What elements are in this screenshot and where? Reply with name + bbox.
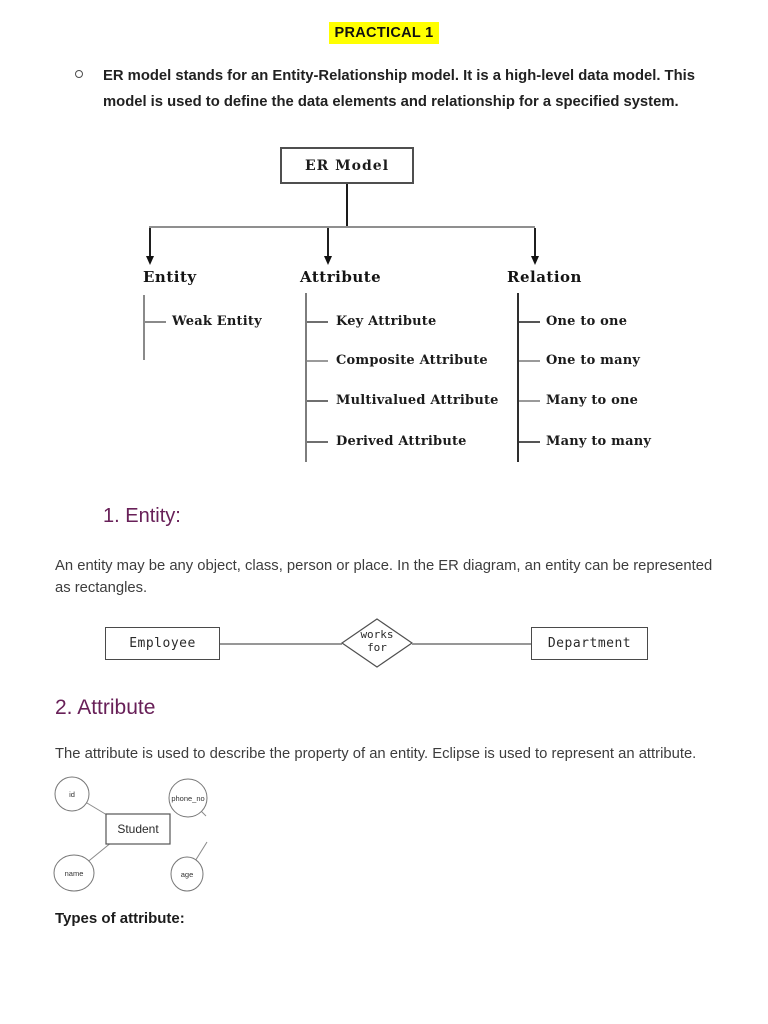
relation-tick	[519, 400, 540, 402]
id-attribute-ellipse	[54, 776, 90, 812]
arrow-down-icon	[324, 256, 332, 265]
tree-leaf-many-to-many: Many to many	[546, 434, 652, 449]
attribute-tick	[307, 400, 328, 402]
relationship-label: works for	[340, 628, 414, 654]
tree-leaf-multivalued-attribute: Multivalued Attribute	[336, 393, 499, 408]
tree-horizontal-connector	[149, 226, 535, 228]
id-attribute-label: id	[69, 790, 75, 799]
relationship-diamond	[340, 618, 414, 668]
phone-no-attribute-ellipse	[168, 778, 208, 818]
attribute-paragraph: The attribute is used to describe the pr…	[55, 746, 697, 762]
student-entity-rect	[105, 813, 171, 845]
name-attribute-label: name	[65, 869, 84, 878]
er-model-tree-diagram: ER Model Entity Attribute Relation Weak …	[0, 140, 768, 480]
tree-root-box: ER Model	[280, 147, 414, 184]
attribute-tick	[307, 321, 328, 323]
relation-tick	[519, 360, 540, 362]
tree-branch-label-attribute: Attribute	[300, 268, 382, 286]
tree-leaf-one-to-many: One to many	[546, 353, 641, 368]
tree-leaf-many-to-one: Many to one	[546, 393, 639, 408]
tree-branch-stem-attribute	[327, 228, 329, 256]
student-diagram-svg: Student id phone_no name age	[53, 776, 208, 892]
types-of-attribute-heading: Types of attribute:	[55, 910, 185, 927]
entity-paragraph-line-1: An entity may be any object, class, pers…	[55, 558, 713, 574]
relation-tick	[519, 441, 540, 443]
relationship-label-line-1: works	[360, 628, 394, 641]
entity-relationship-diagram: Employee works for Department	[0, 618, 768, 676]
arrow-down-icon	[146, 256, 154, 265]
entity-paragraph: An entity may be any object, class, pers…	[55, 556, 755, 599]
tree-root-stem	[346, 184, 348, 227]
phone-no-attribute-label: phone_no	[171, 794, 204, 803]
relationship-label-line-2: for	[367, 641, 387, 654]
tree-branch-label-entity: Entity	[143, 268, 197, 286]
title-row: PRACTICAL 1	[0, 22, 768, 44]
tree-branch-stem-relation	[534, 228, 536, 256]
connector-line-left	[220, 643, 342, 645]
intro-text: ER model stands for an Entity-Relationsh…	[103, 63, 695, 115]
tree-leaf-composite-attribute: Composite Attribute	[336, 353, 488, 368]
student-attribute-diagram: Student id phone_no name age	[45, 772, 230, 902]
tree-branch-label-relation: Relation	[507, 268, 582, 286]
arrow-down-icon	[531, 256, 539, 265]
tree-leaf-one-to-one: One to one	[546, 314, 628, 329]
department-entity-box: Department	[531, 627, 648, 660]
entity-tick	[145, 321, 166, 323]
age-attribute-label: age	[181, 870, 194, 879]
section-heading-attribute: 2. Attribute	[55, 696, 156, 719]
attribute-tick	[307, 360, 328, 362]
intro-line-1: ER model stands for an Entity-Relationsh…	[103, 68, 695, 84]
relation-column-line	[517, 293, 519, 462]
intro-line-2: model is used to define the data element…	[103, 94, 679, 110]
tree-leaf-key-attribute: Key Attribute	[336, 314, 437, 329]
entity-column-line	[143, 295, 145, 360]
attribute-tick	[307, 441, 328, 443]
relation-tick	[519, 321, 540, 323]
student-entity-label: Student	[117, 822, 159, 836]
tree-leaf-weak-entity: Weak Entity	[172, 314, 262, 329]
employee-entity-box: Employee	[105, 627, 220, 660]
connector-line-right	[412, 643, 531, 645]
entity-paragraph-line-2: as rectangles.	[55, 579, 148, 596]
name-attribute-ellipse	[53, 854, 95, 892]
page-title: PRACTICAL 1	[328, 22, 440, 44]
intro-bullet-item: ER model stands for an Entity-Relationsh…	[75, 63, 735, 115]
bullet-circle-icon	[75, 70, 83, 78]
attribute-column-line	[305, 293, 307, 462]
age-attribute-ellipse	[170, 856, 204, 892]
tree-branch-stem-entity	[149, 228, 151, 256]
tree-leaf-derived-attribute: Derived Attribute	[336, 434, 467, 449]
section-heading-entity: 1. Entity:	[103, 505, 181, 527]
